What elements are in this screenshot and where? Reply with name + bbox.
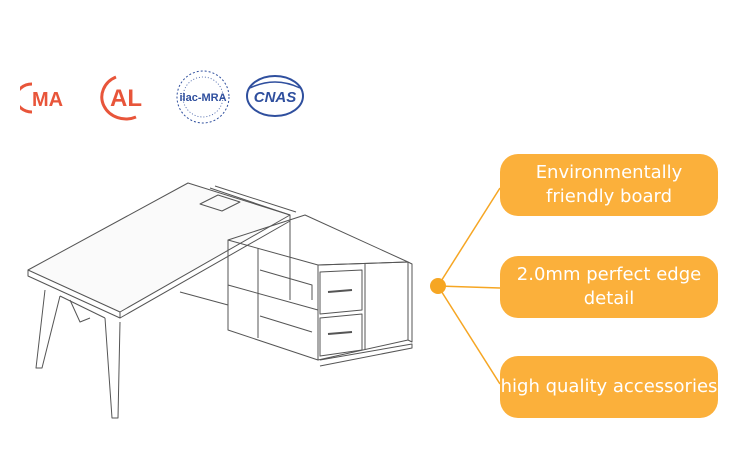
- connector-line-top: [437, 187, 501, 287]
- ilac-mra-logo-text: ilac-MRA: [179, 92, 226, 104]
- cnas-logo: CNAS: [246, 75, 304, 117]
- feature-callout-accessories-line1: high quality accessories: [500, 376, 718, 397]
- cal-logo-text: AL: [110, 85, 142, 112]
- cnas-logo-text: CNAS: [254, 89, 297, 106]
- feature-callout-edge-detail-line1: 2.0mm perfect edge: [516, 264, 702, 285]
- connector-hub-dot: [430, 278, 446, 294]
- feature-callout-edge-detail: 2.0mm perfect edge detail: [500, 256, 718, 318]
- feature-callout-eco-board: Environmentally friendly board: [500, 154, 718, 216]
- feature-callout-edge-detail-line2: detail: [583, 288, 635, 309]
- cal-logo: AL: [100, 75, 142, 121]
- connector-line-bottom: [437, 285, 501, 385]
- connector-line-middle: [437, 285, 501, 289]
- feature-callout-eco-board-line1: Environmentally: [535, 162, 683, 183]
- ilac-mra-logo: ilac-MRA: [176, 70, 230, 124]
- feature-callout-eco-board-line2: friendly board: [546, 186, 672, 207]
- feature-callout-accessories: high quality accessories: [500, 356, 718, 418]
- cma-logo: MA: [20, 82, 63, 114]
- cma-logo-text: MA: [32, 89, 63, 111]
